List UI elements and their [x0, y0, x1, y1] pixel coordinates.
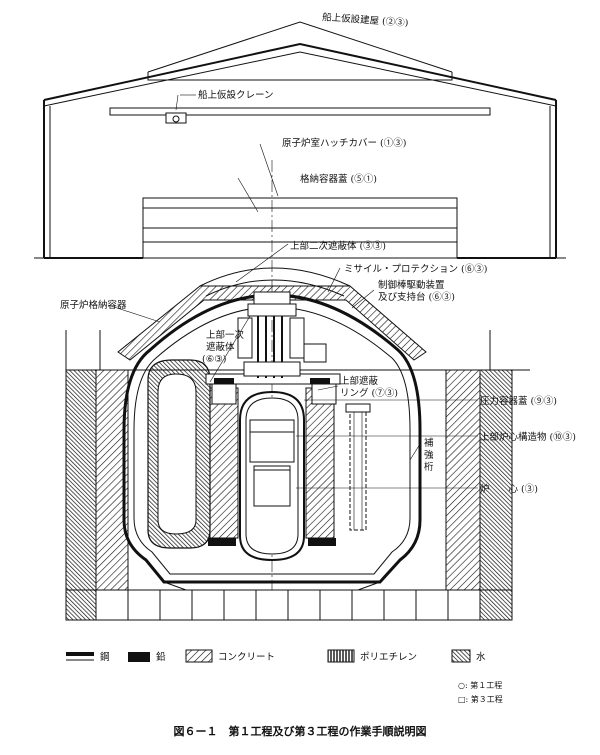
bottom-supports: [163, 581, 381, 591]
label-vessel: 原子炉格納容器: [60, 299, 127, 311]
hatch-cover: [142, 197, 458, 229]
legend-item-steel: 鋼: [66, 651, 110, 663]
label-hatch-cover: 原子炉室ハッチカバー (①③): [282, 137, 406, 149]
legend-item-water: 水: [451, 649, 486, 663]
legend-item-polyethylene: ポリエチレン: [327, 649, 417, 663]
label-upper-secondary-shield: 上部二次遮蔽体 (③③): [290, 240, 386, 252]
figure-caption: 図６ー１ 第１工程及び第３工程の作業手順説明図: [174, 724, 427, 738]
label-containment-lid: 格納容器蓋 (⑤①): [300, 173, 377, 185]
label-upper-primary-3: (⑥③): [202, 354, 226, 365]
label-crane: 船上仮設クレーン: [198, 89, 274, 101]
label-upper-primary-1: 上部一次: [206, 329, 245, 341]
missile-protection-dome: [117, 267, 427, 361]
bottom-structure: [66, 589, 512, 621]
crane: [109, 107, 491, 124]
label-building: 船上仮設建屋 (②③): [322, 11, 409, 29]
label-support-2: 強: [424, 449, 434, 461]
pressure-vessel: [239, 390, 305, 562]
label-upper-primary-2: 遮蔽体: [206, 341, 235, 353]
label-upper-core-structure: 上部炉心構造物 (⑩③): [480, 431, 576, 443]
legend-note-step3: □: 第３工程: [458, 694, 503, 704]
outer-concrete-wall-left: [65, 369, 129, 621]
outer-concrete-wall-right: [445, 369, 513, 621]
label-drive-mechanism-2: 及び支持台 (⑥③): [378, 291, 455, 303]
temporary-building: [43, 21, 557, 258]
legend-label-polyethylene: ポリエチレン: [360, 652, 417, 663]
label-pressure-vessel-lid: 圧力容器蓋 (⑨③): [480, 395, 557, 407]
label-support-3: 桁: [424, 461, 434, 473]
label-core: 炉 心 (③): [480, 483, 538, 495]
legend-note-step1: ○: 第１工程: [458, 680, 502, 690]
leader-lines: [107, 94, 478, 489]
legend-item-lead: 鉛: [128, 651, 166, 663]
right-column: [345, 403, 371, 531]
legend-label-concrete: コンクリート: [218, 652, 275, 663]
legend-label-lead: 鉛: [156, 651, 166, 663]
label-missile-protection: ミサイル・プロテクション (⑥③): [344, 264, 487, 275]
diagram-labels: 船上仮設建屋 (②③) 船上仮設クレーン 原子炉室ハッチカバー (①③) 格納容…: [60, 11, 576, 495]
legend-label-steel: 鋼: [100, 651, 110, 663]
left-tank: [147, 359, 211, 549]
label-support-1: 補: [424, 437, 434, 449]
deck: [34, 228, 566, 259]
legend-item-concrete: コンクリート: [185, 649, 275, 663]
label-upper-shield-ring-2: リング (⑦③): [340, 387, 398, 399]
legend: 鋼 鉛 コンクリート ポリエチレン 水 ○: 第１工程 □: 第３工程: [66, 649, 503, 704]
control-rod-drive: [237, 291, 327, 378]
label-upper-shield-ring-1: 上部遮蔽: [340, 375, 379, 387]
legend-label-water: 水: [476, 651, 486, 663]
label-drive-mechanism-1: 制御棒駆動装置: [378, 279, 445, 291]
primary-shield: [208, 387, 336, 546]
